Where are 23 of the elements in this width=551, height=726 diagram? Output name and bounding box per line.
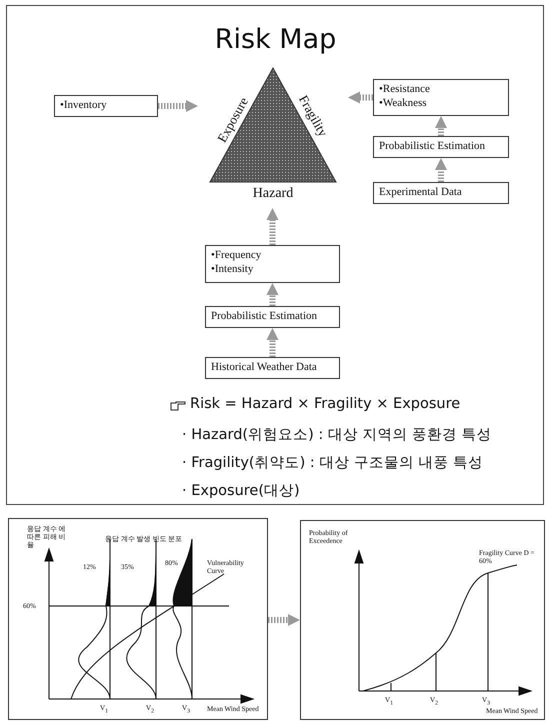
arrow — [266, 283, 278, 306]
text-box: •Frequency •Intensity — [205, 245, 340, 283]
vertex-label: Hazard — [252, 186, 294, 202]
arrow — [268, 614, 300, 626]
arrow — [348, 92, 373, 104]
text-box: Historical Weather Data — [205, 357, 340, 379]
arrow — [435, 158, 447, 182]
text-box: •Resistance •Weakness — [373, 79, 509, 116]
diagram-title: Risk Map — [214, 24, 338, 55]
text-box: Probabilistic Estimation — [205, 306, 340, 328]
bullet-text: · Exposure(대상) — [182, 482, 300, 500]
text-box: •Inventory — [54, 95, 158, 117]
formula-text: Risk = Hazard × Fragility × Exposure — [190, 396, 460, 412]
chart-panel — [8, 518, 268, 720]
bullet-text: · Fragility(취약도) : 대상 구조물의 내풍 특성 — [182, 454, 484, 472]
arrow — [266, 208, 278, 245]
arrow — [266, 328, 278, 357]
text-box: Probabilistic Estimation — [373, 136, 509, 158]
arrow — [158, 100, 198, 112]
arrow — [435, 116, 447, 136]
bullet-text: · Hazard(위험요소) : 대상 지역의 풍환경 특성 — [182, 426, 492, 444]
text-box: Experimental Data — [373, 182, 509, 204]
chart-panel — [300, 520, 545, 720]
